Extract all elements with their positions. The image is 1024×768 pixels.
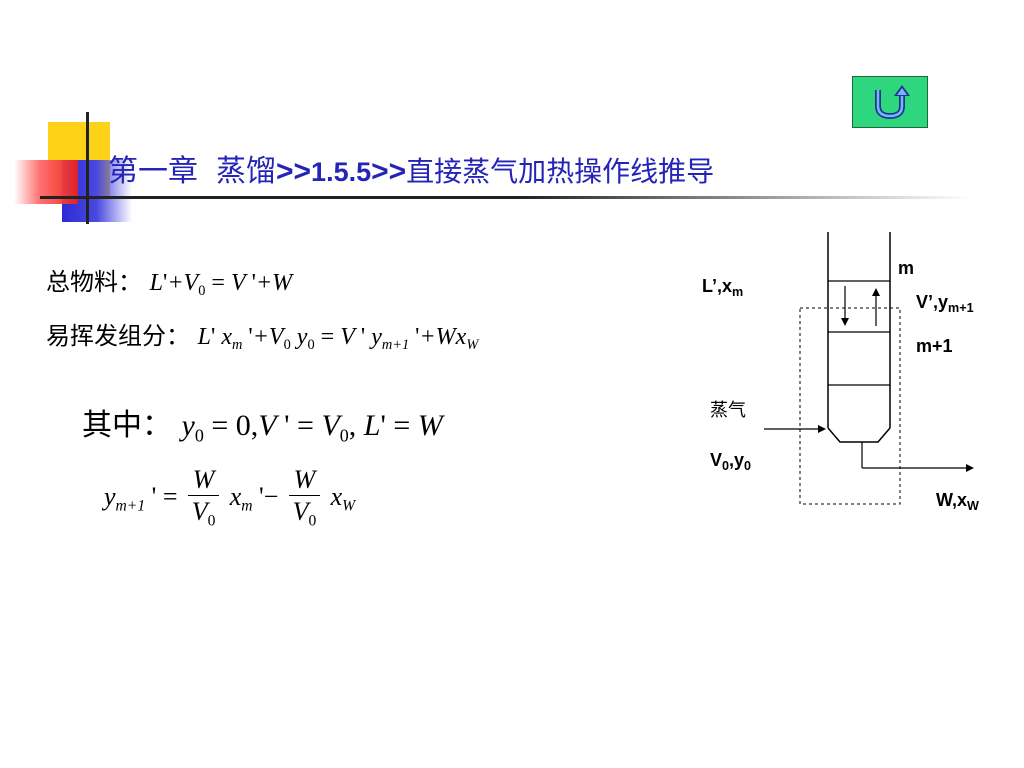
label-steam: 蒸气: [710, 400, 746, 421]
volatile-component-label: 易挥发组分：: [46, 322, 190, 350]
total-material-formula: L'+V0 = V '+W: [149, 270, 293, 300]
label-tray-m: m: [898, 258, 915, 278]
back-button[interactable]: [852, 76, 928, 128]
title-sep-1: >>: [276, 155, 312, 188]
volatile-component-equation: 易挥发组分： L' xm '+V0 y0 = V ' ym+1 '+WxW: [46, 316, 478, 354]
decor-vertical-line: [86, 112, 89, 224]
where-conditions: 其中： y0 = 0,V ' = V0, L' = W: [82, 400, 443, 446]
title-prefix: 第一章: [108, 154, 198, 189]
label-steam-flow: V0,y0: [710, 450, 752, 473]
where-formula: y0 = 0,V ' = V0, L' = W: [181, 409, 443, 446]
title-chapter: 蒸馏: [216, 154, 276, 189]
where-label: 其中：: [82, 408, 172, 443]
title-topic: 直接蒸气加热操作线推导: [406, 155, 715, 188]
label-vapor-flow: V’,ym+1: [916, 292, 974, 315]
total-material-equation: 总物料： L'+V0 = V '+W: [46, 262, 292, 300]
total-material-label: 总物料：: [46, 268, 142, 296]
label-bottoms-flow: W,xW: [936, 490, 979, 513]
title-sep-2: >>: [371, 155, 407, 188]
label-tray-m1: m+1: [916, 336, 953, 356]
title-section: 1.5.5: [311, 157, 372, 187]
title-underline: [40, 196, 970, 199]
label-liquid-flow: L’,xm: [702, 276, 744, 299]
control-volume-boundary: [799, 307, 901, 505]
page-title: 第一章 蒸馏 >> 1.5.5 >> 直接蒸气加热操作线推导: [108, 146, 714, 190]
title-underline-fade: [520, 196, 970, 199]
column-diagram: [764, 232, 974, 505]
column-bottom: [827, 427, 891, 443]
return-arrow-icon: [875, 85, 910, 120]
volatile-component-formula: L' xm '+V0 y0 = V ' ym+1 '+WxW: [197, 324, 479, 354]
